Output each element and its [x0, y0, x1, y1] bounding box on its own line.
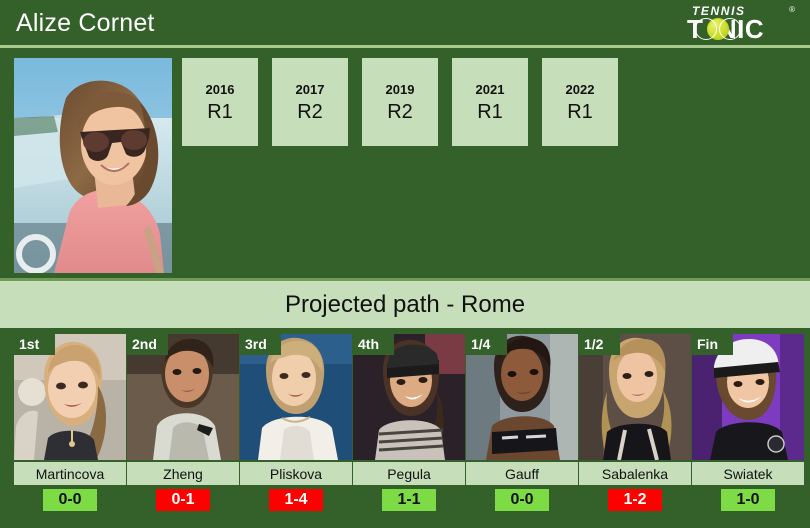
path-card-semifinal[interactable]: 1/2 Sabalenka 1-2: [579, 334, 691, 511]
opponent-photo-image: [14, 334, 126, 460]
history-year: 2017: [295, 81, 325, 97]
h2h-score-row: 1-1: [353, 489, 465, 511]
history-year-list: 2016 R1 2017 R2 2019 R2 2021 R1 2022 R1: [182, 58, 618, 146]
opponent-name: Pliskova: [240, 462, 352, 485]
header-bar: Alize Cornet TENNIS ® ToNIC: [0, 0, 810, 48]
opponent-name: Zheng: [127, 462, 239, 485]
path-card-final[interactable]: Fin Swiatek 1-0: [692, 334, 804, 511]
h2h-score-row: 0-0: [466, 489, 578, 511]
opponent-photo: 3rd: [240, 334, 352, 460]
history-year-box[interactable]: 2016 R1: [182, 58, 258, 146]
opponent-photo: 2nd: [127, 334, 239, 460]
opponent-name: Gauff: [466, 462, 578, 485]
opponent-photo-image: [692, 334, 804, 460]
h2h-score: 0-0: [43, 489, 97, 511]
round-label: 1/2: [579, 334, 620, 355]
path-card-quarterfinal[interactable]: 1/4 Gauff 0-0: [466, 334, 578, 511]
player-photo: [14, 58, 172, 273]
history-round: R2: [387, 100, 413, 123]
h2h-score-row: 1-4: [240, 489, 352, 511]
history-round: R1: [477, 100, 503, 123]
history-year-box[interactable]: 2022 R1: [542, 58, 618, 146]
h2h-score: 0-0: [495, 489, 549, 511]
opponent-photo-image: [240, 334, 352, 460]
opponent-photo: 1/4: [466, 334, 578, 460]
history-year-box[interactable]: 2021 R1: [452, 58, 528, 146]
history-year: 2016: [205, 81, 235, 97]
logo-top-text: TENNIS: [692, 4, 746, 18]
path-card-1st[interactable]: 1st Martincova: [14, 334, 126, 511]
history-round: R1: [207, 100, 233, 123]
history-round: R2: [297, 100, 323, 123]
h2h-score-row: 1-0: [692, 489, 804, 511]
h2h-score-row: 1-2: [579, 489, 691, 511]
opponent-photo: Fin: [692, 334, 804, 460]
tennis-ball-icon: [695, 18, 741, 40]
h2h-score-row: 0-1: [127, 489, 239, 511]
header-divider: [0, 45, 810, 48]
history-year: 2022: [565, 81, 595, 97]
history-year: 2021: [475, 81, 505, 97]
h2h-score: 1-0: [721, 489, 775, 511]
history-round: R1: [567, 100, 593, 123]
round-label: 2nd: [127, 334, 168, 355]
opponent-photo-image: [353, 334, 465, 460]
opponent-name: Pegula: [353, 462, 465, 485]
round-label: 1st: [14, 334, 55, 355]
path-card-3rd[interactable]: 3rd Pliskova 1-4: [240, 334, 352, 511]
opponent-photo: 4th: [353, 334, 465, 460]
projected-path-cards: 1st Martincova: [0, 334, 810, 528]
opponent-photo: 1st: [14, 334, 126, 460]
page-title: Alize Cornet: [16, 9, 155, 37]
opponent-name: Sabalenka: [579, 462, 691, 485]
opponent-photo-image: [466, 334, 578, 460]
projected-path-banner: Projected path - Rome: [0, 281, 810, 328]
opponent-photo-image: [579, 334, 691, 460]
round-label: 4th: [353, 334, 394, 355]
registered-trademark-icon: ®: [789, 5, 795, 14]
player-summary-section: 2016 R1 2017 R2 2019 R2 2021 R1 2022 R1: [0, 48, 810, 280]
h2h-score: 0-1: [156, 489, 210, 511]
path-card-4th[interactable]: 4th Pegula 1-1: [353, 334, 465, 511]
round-label: 1/4: [466, 334, 507, 355]
h2h-score: 1-4: [269, 489, 323, 511]
projected-path-title: Projected path - Rome: [284, 290, 526, 318]
opponent-photo: 1/2: [579, 334, 691, 460]
path-card-2nd[interactable]: 2nd Zheng 0-1: [127, 334, 239, 511]
tennis-tonic-logo[interactable]: TENNIS ® ToNIC: [681, 4, 796, 44]
banner-top-divider: [0, 278, 810, 281]
h2h-score: 1-1: [382, 489, 436, 511]
h2h-score-row: 0-0: [14, 489, 126, 511]
opponent-name: Martincova: [14, 462, 126, 485]
history-year-box[interactable]: 2019 R2: [362, 58, 438, 146]
history-year: 2019: [385, 81, 415, 97]
player-photo-image: [14, 58, 172, 273]
round-label: 3rd: [240, 334, 281, 355]
round-label: Fin: [692, 334, 733, 355]
opponent-photo-image: [127, 334, 239, 460]
opponent-name: Swiatek: [692, 462, 804, 485]
history-year-box[interactable]: 2017 R2: [272, 58, 348, 146]
h2h-score: 1-2: [608, 489, 662, 511]
